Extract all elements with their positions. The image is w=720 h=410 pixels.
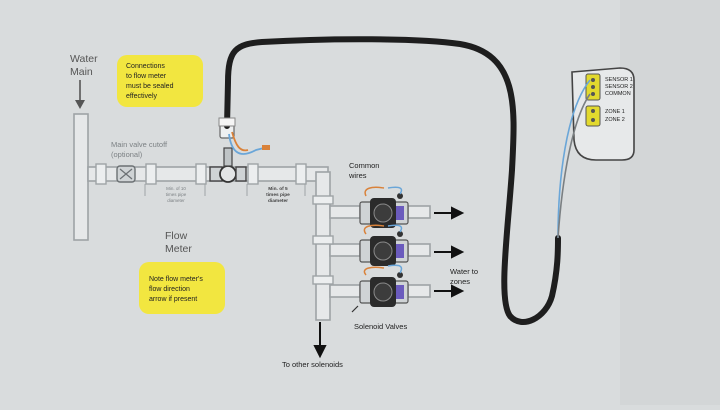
branch-pipe-3 [329,284,361,298]
sensor2-label: SENSOR 2 [605,84,633,90]
note-sealed-line-1: Connections [126,63,165,70]
min10-label-2: times pipe [166,192,187,197]
flow-meter-icon [209,123,247,183]
note-flow-direction: Note flow meter's flow direction arrow i… [139,262,225,314]
note-direction-box [139,262,225,314]
note-sealed-connections: Connections to flow meter must be sealed… [117,55,203,107]
branch-pipe-1 [329,205,361,219]
main-vertical-pipe [73,113,89,241]
to-other-solenoids-label: To other solenoids [282,360,343,369]
main-valve-optional-label: (optional) [111,150,143,159]
arrow-down-other-solenoids [313,322,327,359]
dimension-marks [144,184,306,196]
controller-blue-wire [557,79,591,239]
sensor-cable [224,36,561,325]
solenoid-wires [363,186,403,276]
flow-meter-label: Flow [165,230,188,242]
flow-meter-label-line2: Meter [165,243,192,255]
common-wires-label-line2: wires [348,171,367,180]
zone-terminal-block [585,105,601,127]
note-direction-line-3: arrow if present [149,296,197,303]
solenoid-valve-1 [359,193,409,228]
solenoid-valve-2 [359,231,409,266]
note-sealed-line-2: to flow meter [126,73,167,80]
flow-meter-blue-wire [228,133,265,155]
valve-icon [116,165,136,183]
min5-label-2: times pipe [266,192,290,198]
note-direction-line-1: Note flow meter's [149,276,203,283]
main-valve-label: Main valve cutoff [111,140,168,149]
wire-connector [262,145,270,150]
controller-grey-wire [557,93,591,239]
irrigation-controller: SENSOR 1 SENSOR 2 COMMON ZONE 1 ZONE 2 [571,67,635,161]
water-main-label: Water [70,53,98,65]
note-sealed-box [117,55,203,107]
note-sealed-line-3: must be sealed [126,83,174,90]
water-to-zones-label-line2: zones [450,277,470,286]
common-wires-label: Common [349,161,379,170]
note-sealed-line-4: effectively [126,93,157,100]
flow-meter-orange-wire [231,131,249,152]
manifold-pipe [315,171,331,321]
min5-label-3: diameter [268,198,288,204]
note-direction-line-2: flow direction [149,286,190,293]
min5-label-1: Min. of 5 [268,186,288,192]
solenoid-valve-icon [359,193,409,307]
outlet-pipe-2 [407,243,431,257]
outlet-pipe-1 [407,205,431,219]
outlet-pipe-3 [407,284,431,298]
diagram-labels: Water Main Main valve cutoff (optional) … [70,53,478,369]
solenoid-valve-3 [359,272,409,307]
solenoid-pointer-arrow [351,305,359,313]
min10-label-3: diameter [167,198,185,203]
sensor1-label: SENSOR 1 [605,77,633,83]
arrow-down-icon [75,80,85,109]
water-main-label-line2: Main [70,66,93,78]
min10-label-1: Min. of 10 [166,186,186,191]
pipe-couplings [95,163,334,285]
solenoid-valves-label: Solenoid Valves [354,322,407,331]
arrow-right-icon [434,206,465,298]
common-label: COMMON [605,91,631,97]
zone2-label: ZONE 2 [605,117,625,123]
water-to-zones-label: Water to [450,267,478,276]
cable-gland [218,117,236,127]
zone1-label: ZONE 1 [605,109,625,115]
page-right-shade [620,0,720,405]
branch-pipe-2 [329,243,361,257]
